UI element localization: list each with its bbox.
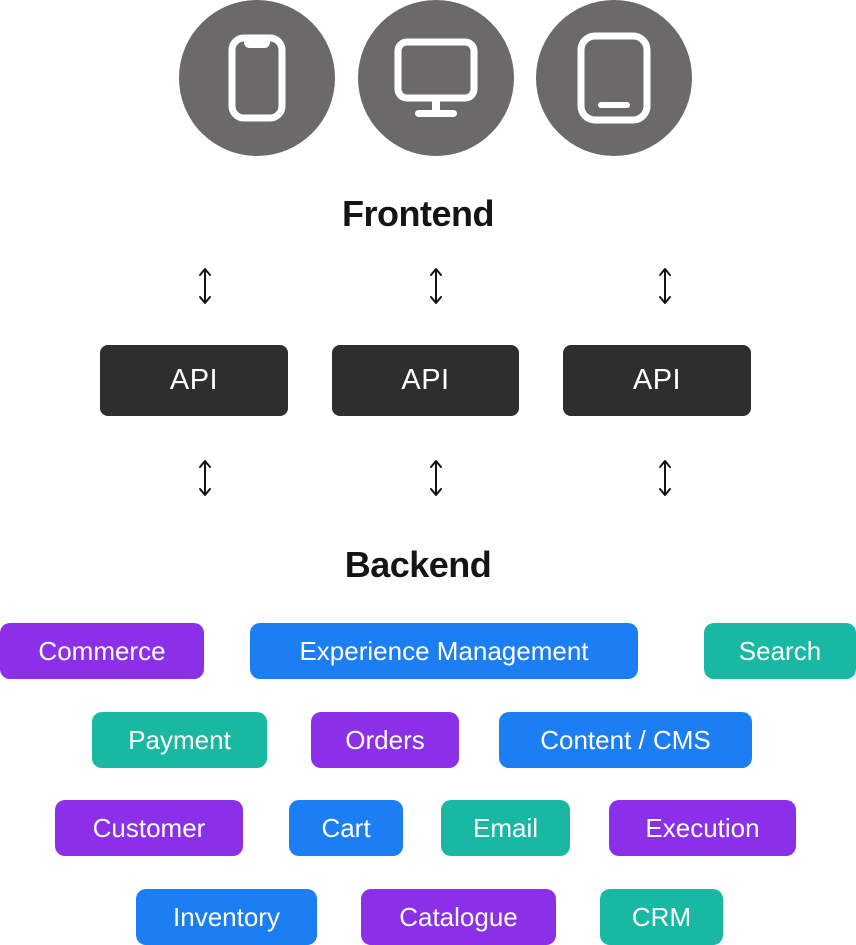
device-circle-tablet bbox=[536, 0, 692, 156]
device-circle-desktop bbox=[358, 0, 514, 156]
vertical-double-arrow-icon bbox=[430, 460, 442, 496]
service-pill-crm: CRM bbox=[600, 889, 723, 945]
service-pill-inventory: Inventory bbox=[136, 889, 317, 945]
api-box: API bbox=[100, 345, 288, 416]
service-pill-orders: Orders bbox=[311, 712, 459, 768]
service-pill-catalogue: Catalogue bbox=[361, 889, 556, 945]
api-box-label: API bbox=[401, 364, 450, 396]
tablet-icon bbox=[577, 32, 651, 124]
desktop-monitor-icon bbox=[394, 38, 478, 117]
service-pill-content-cms: Content / CMS bbox=[499, 712, 752, 768]
vertical-double-arrow-icon bbox=[199, 460, 211, 496]
service-pill-email: Email bbox=[441, 800, 570, 856]
service-pill-commerce: Commerce bbox=[0, 623, 204, 679]
vertical-double-arrow-icon bbox=[659, 460, 671, 496]
vertical-double-arrow-icon bbox=[430, 268, 442, 304]
frontend-label: Frontend bbox=[342, 193, 494, 234]
vertical-double-arrow-icon bbox=[659, 268, 671, 304]
service-pill-cart: Cart bbox=[289, 800, 403, 856]
service-pill-payment: Payment bbox=[92, 712, 267, 768]
api-box: API bbox=[332, 345, 519, 416]
smartphone-icon bbox=[228, 34, 286, 122]
vertical-double-arrow-icon bbox=[199, 268, 211, 304]
api-box-label: API bbox=[169, 364, 219, 396]
service-pill-experience-management: Experience Management bbox=[250, 623, 638, 679]
service-pill-search: Search bbox=[704, 623, 856, 679]
service-pill-execution: Execution bbox=[609, 800, 796, 856]
service-pill-customer: Customer bbox=[55, 800, 243, 856]
device-circle-smartphone bbox=[179, 0, 335, 156]
api-box-label: API bbox=[632, 364, 682, 396]
backend-label: Backend bbox=[344, 544, 492, 585]
api-box: API bbox=[563, 345, 751, 416]
